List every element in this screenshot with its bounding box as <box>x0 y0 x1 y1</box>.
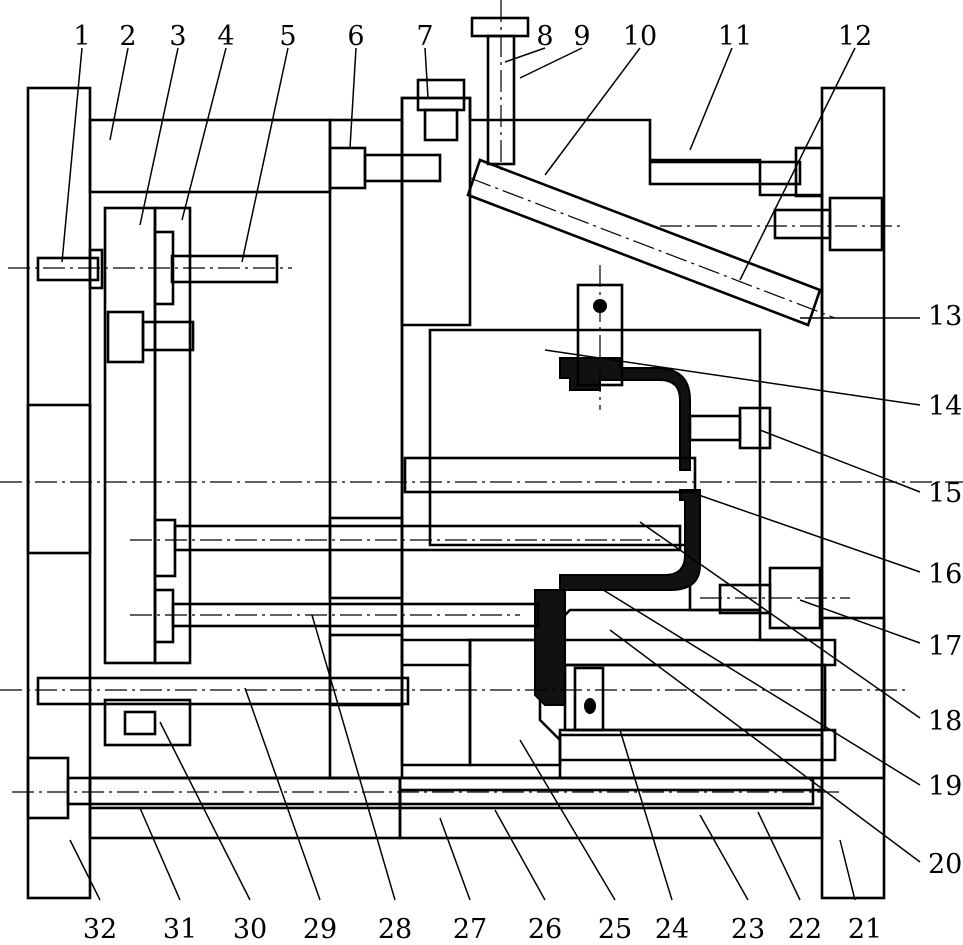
angle-pin <box>466 158 836 327</box>
leader-lines <box>61 47 921 901</box>
left-clamp-plate <box>26 86 92 900</box>
label-27: 27 <box>453 914 487 945</box>
label-3: 3 <box>169 21 186 52</box>
label-8: 8 <box>536 21 553 52</box>
label-26: 26 <box>528 914 562 945</box>
stop-bolt-7 <box>416 78 466 142</box>
label-15: 15 <box>928 478 962 509</box>
label-7: 7 <box>416 21 433 52</box>
label-11: 11 <box>718 21 752 52</box>
label-31: 31 <box>163 914 197 945</box>
label-10: 10 <box>623 21 657 52</box>
label-32: 32 <box>83 914 117 945</box>
labels-top: 1 2 3 4 5 6 7 8 9 10 11 12 <box>73 21 872 52</box>
label-12: 12 <box>838 21 872 52</box>
sprue-bushing <box>470 0 530 170</box>
label-9: 9 <box>573 21 590 52</box>
label-24: 24 <box>655 914 689 945</box>
label-2: 2 <box>119 21 136 52</box>
slide-core-assembly <box>558 638 837 762</box>
labels-right: 13 14 15 16 17 18 19 20 <box>928 301 962 880</box>
label-17: 17 <box>928 631 962 662</box>
label-19: 19 <box>928 771 962 802</box>
label-5: 5 <box>279 21 296 52</box>
label-16: 16 <box>928 559 962 590</box>
label-14: 14 <box>928 391 962 422</box>
label-28: 28 <box>378 914 412 945</box>
label-6: 6 <box>347 21 364 52</box>
main-mold-block <box>400 96 824 780</box>
label-18: 18 <box>928 706 962 737</box>
center-lines <box>0 225 963 793</box>
labels-bottom: 32 31 30 29 28 27 26 25 24 23 22 21 <box>83 914 882 945</box>
label-25: 25 <box>598 914 632 945</box>
ejector-plates <box>103 206 192 747</box>
label-1: 1 <box>73 21 90 52</box>
label-30: 30 <box>233 914 267 945</box>
label-22: 22 <box>788 914 822 945</box>
label-23: 23 <box>731 914 765 945</box>
top-spacer-block <box>88 118 332 194</box>
label-4: 4 <box>217 21 234 52</box>
label-21: 21 <box>848 914 882 945</box>
label-13: 13 <box>928 301 962 332</box>
molded-part <box>534 357 701 706</box>
bottom-spacer-block <box>88 776 824 840</box>
label-20: 20 <box>928 849 962 880</box>
label-29: 29 <box>303 914 337 945</box>
